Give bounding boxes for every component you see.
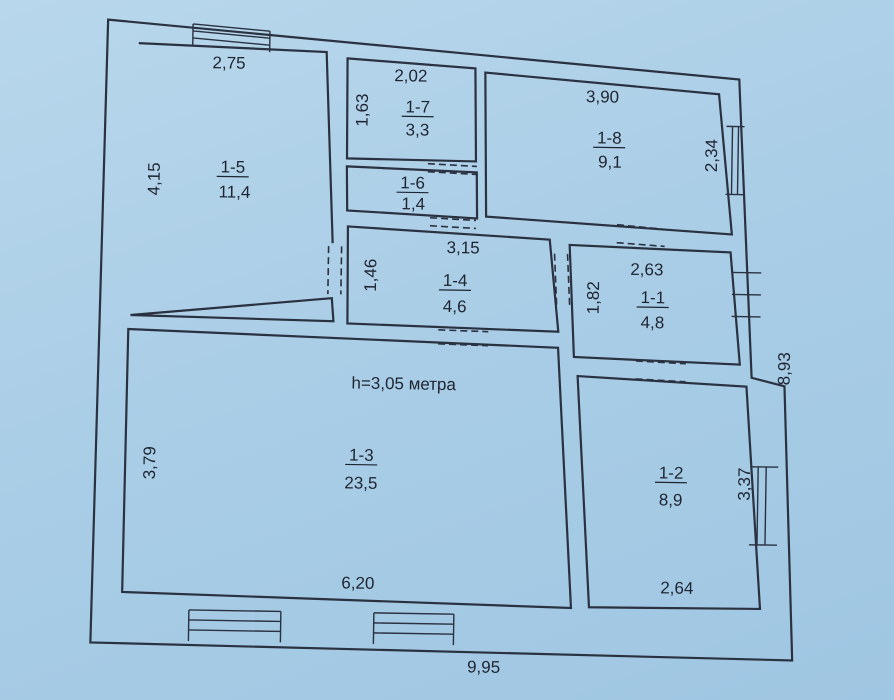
door-1-4-1-3 [438, 329, 489, 333]
door-1-7-1-6 [427, 162, 477, 168]
door-1-8-1-1-b [616, 241, 665, 248]
room-1-3-area: 23,5 [344, 473, 377, 493]
room-1-2-id: 1-2 [659, 463, 684, 482]
ceiling-height-note: h=3,05 метра [351, 374, 456, 395]
room-wall-1-5 [130, 42, 335, 323]
room-1-1-height: 1,82 [584, 281, 604, 314]
room-1-1-area: 4,8 [640, 313, 664, 332]
door-1-7-1-6-b [427, 170, 477, 176]
room-wall-1-7 [345, 57, 478, 163]
room-1-4-id: 1-4 [443, 271, 468, 290]
room-1-6-area: 1,4 [401, 194, 425, 213]
door-1-8-1-1 [616, 223, 666, 231]
door-1-6-1-4 [430, 216, 477, 222]
room-1-5-area: 11,4 [218, 182, 250, 201]
window-bottom-right [372, 612, 455, 646]
door-1-5-1-4 [327, 246, 330, 295]
room-1-2-area: 8,9 [659, 490, 683, 509]
room-1-5-id: 1-5 [220, 157, 245, 176]
room-1-4-area: 4,6 [443, 297, 467, 316]
room-wall-1-8 [484, 71, 734, 236]
room-1-7-id: 1-7 [405, 97, 430, 116]
room-wall-1-2 [576, 374, 762, 611]
door-1-5-1-4-b [340, 246, 343, 295]
room-1-2-height: 3,37 [735, 467, 755, 500]
room-1-8-height: 2,34 [702, 139, 722, 172]
overall-height-label: 8,93 [774, 352, 794, 385]
room-1-6-id: 1-6 [400, 173, 425, 192]
room-1-8-width: 3,90 [586, 87, 619, 107]
door-1-6-1-4-b [429, 224, 476, 230]
room-wall-1-3 [121, 327, 573, 610]
room-1-7-width: 2,02 [394, 66, 427, 86]
room-wall-1-6 [345, 165, 479, 220]
window-right-lower [748, 466, 779, 546]
room-1-3-width: 6,20 [341, 573, 374, 593]
outer-wall [89, 18, 794, 662]
room-1-4-width: 3,15 [446, 238, 479, 258]
room-wall-1-1 [568, 243, 742, 366]
room-1-1-width: 2,63 [630, 260, 663, 280]
room-1-3-id: 1-3 [349, 445, 374, 464]
room-1-8-area: 9,1 [598, 152, 622, 171]
door-1-4-1-3-b [438, 343, 489, 347]
window-top [192, 23, 271, 53]
window-bottom-left [187, 609, 282, 643]
door-1-4-1-1 [553, 253, 558, 307]
room-1-5-height: 4,15 [144, 162, 164, 195]
overall-width-label: 9,95 [467, 657, 500, 677]
door-1-1-1-2 [635, 360, 686, 365]
room-1-8-id: 1-8 [597, 128, 622, 147]
room-1-4-height: 1,46 [361, 259, 381, 292]
room-1-2-width: 2,64 [660, 578, 693, 598]
room-wall-1-4 [346, 225, 560, 333]
room-1-7-height: 1,63 [352, 93, 372, 126]
room-1-7-area: 3,3 [405, 120, 429, 139]
door-1-4-1-1-b [566, 253, 571, 307]
room-1-1-id: 1-1 [640, 288, 665, 307]
room-1-5-width: 2,75 [212, 53, 245, 73]
room-1-3-height: 3,79 [140, 446, 160, 479]
door-1-1-1-2-b [635, 378, 686, 383]
